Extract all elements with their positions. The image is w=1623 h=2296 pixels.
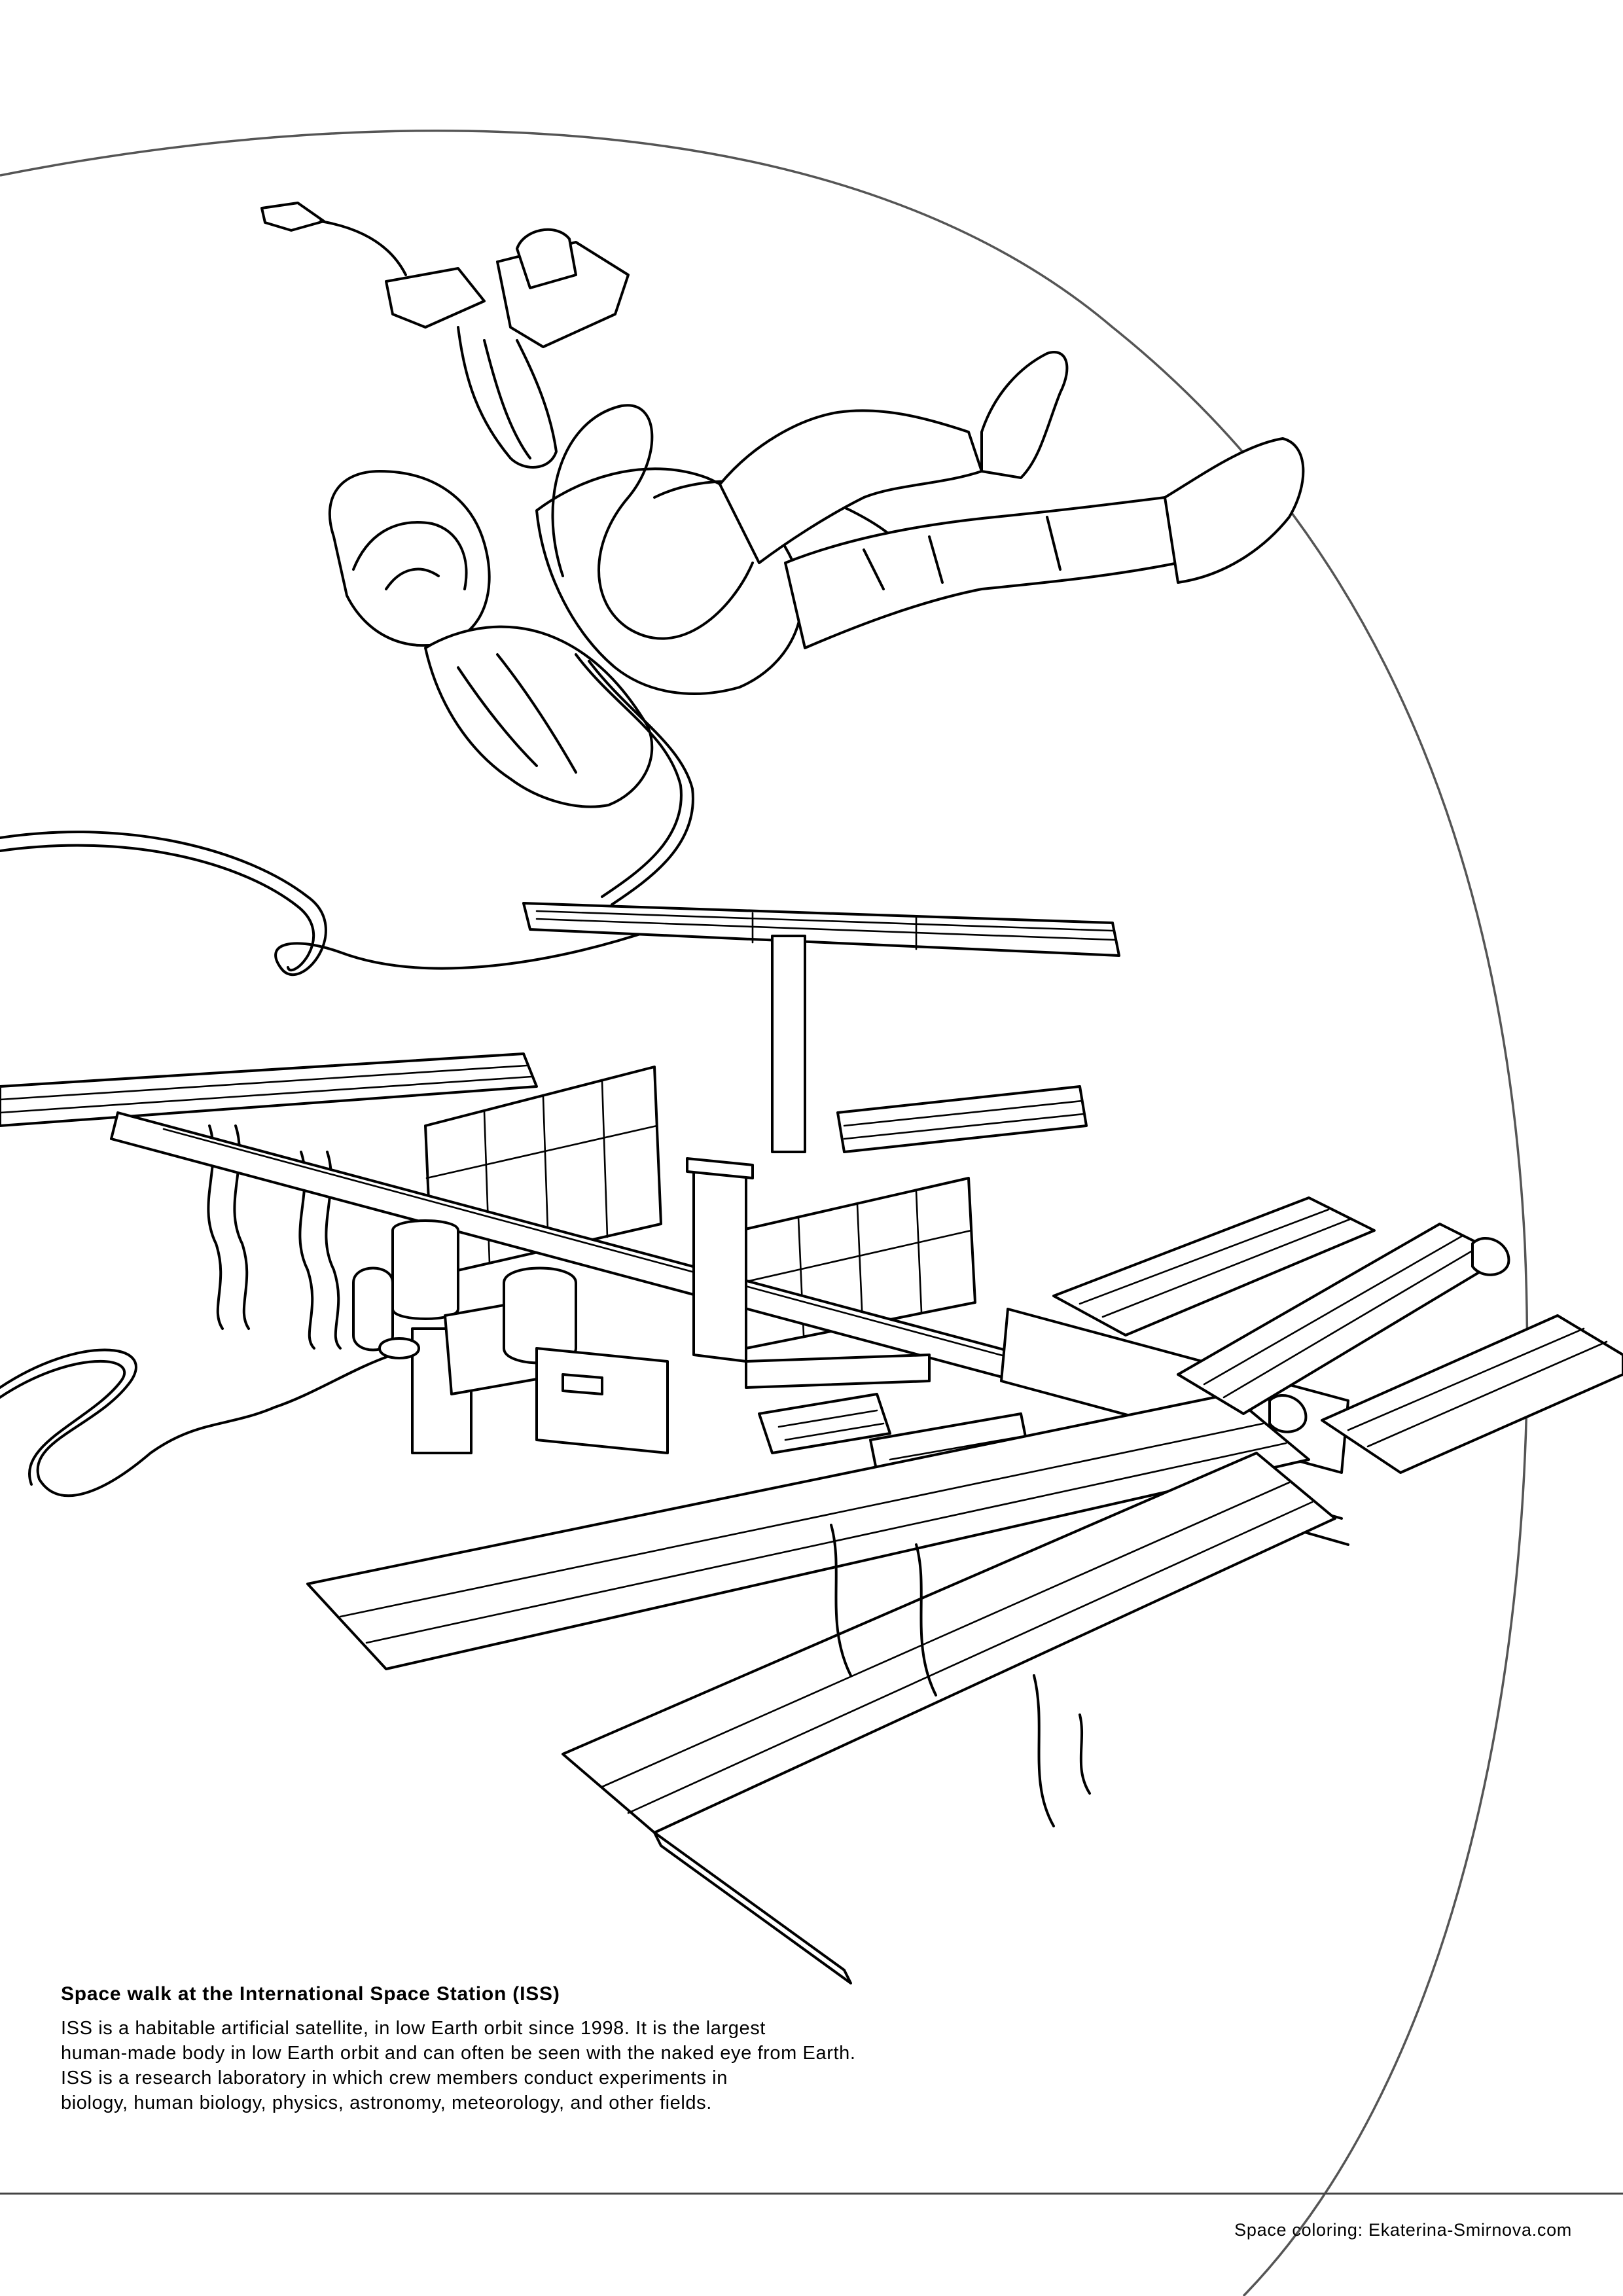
caption-line: biology, human biology, physics, astrono… — [61, 2092, 712, 2113]
caption-body: ISS is a habitable artificial satellite,… — [61, 2016, 1173, 2115]
caption: Space walk at the International Space St… — [61, 1983, 1173, 2115]
footer-credit: Space coloring: Ekaterina-Smirnova.com — [1234, 2220, 1572, 2240]
tether-cable — [0, 832, 654, 1496]
caption-line: ISS is a research laboratory in which cr… — [61, 2068, 728, 2089]
caption-line: ISS is a habitable artificial satellite,… — [61, 2018, 766, 2039]
astronaut — [262, 203, 1303, 905]
caption-line: human-made body in low Earth orbit and c… — [61, 2043, 856, 2064]
caption-title: Space walk at the International Space St… — [61, 1983, 560, 2005]
space-station — [0, 903, 1623, 1983]
footer-divider — [0, 2193, 1623, 2195]
orbit-arc — [0, 131, 1527, 2296]
